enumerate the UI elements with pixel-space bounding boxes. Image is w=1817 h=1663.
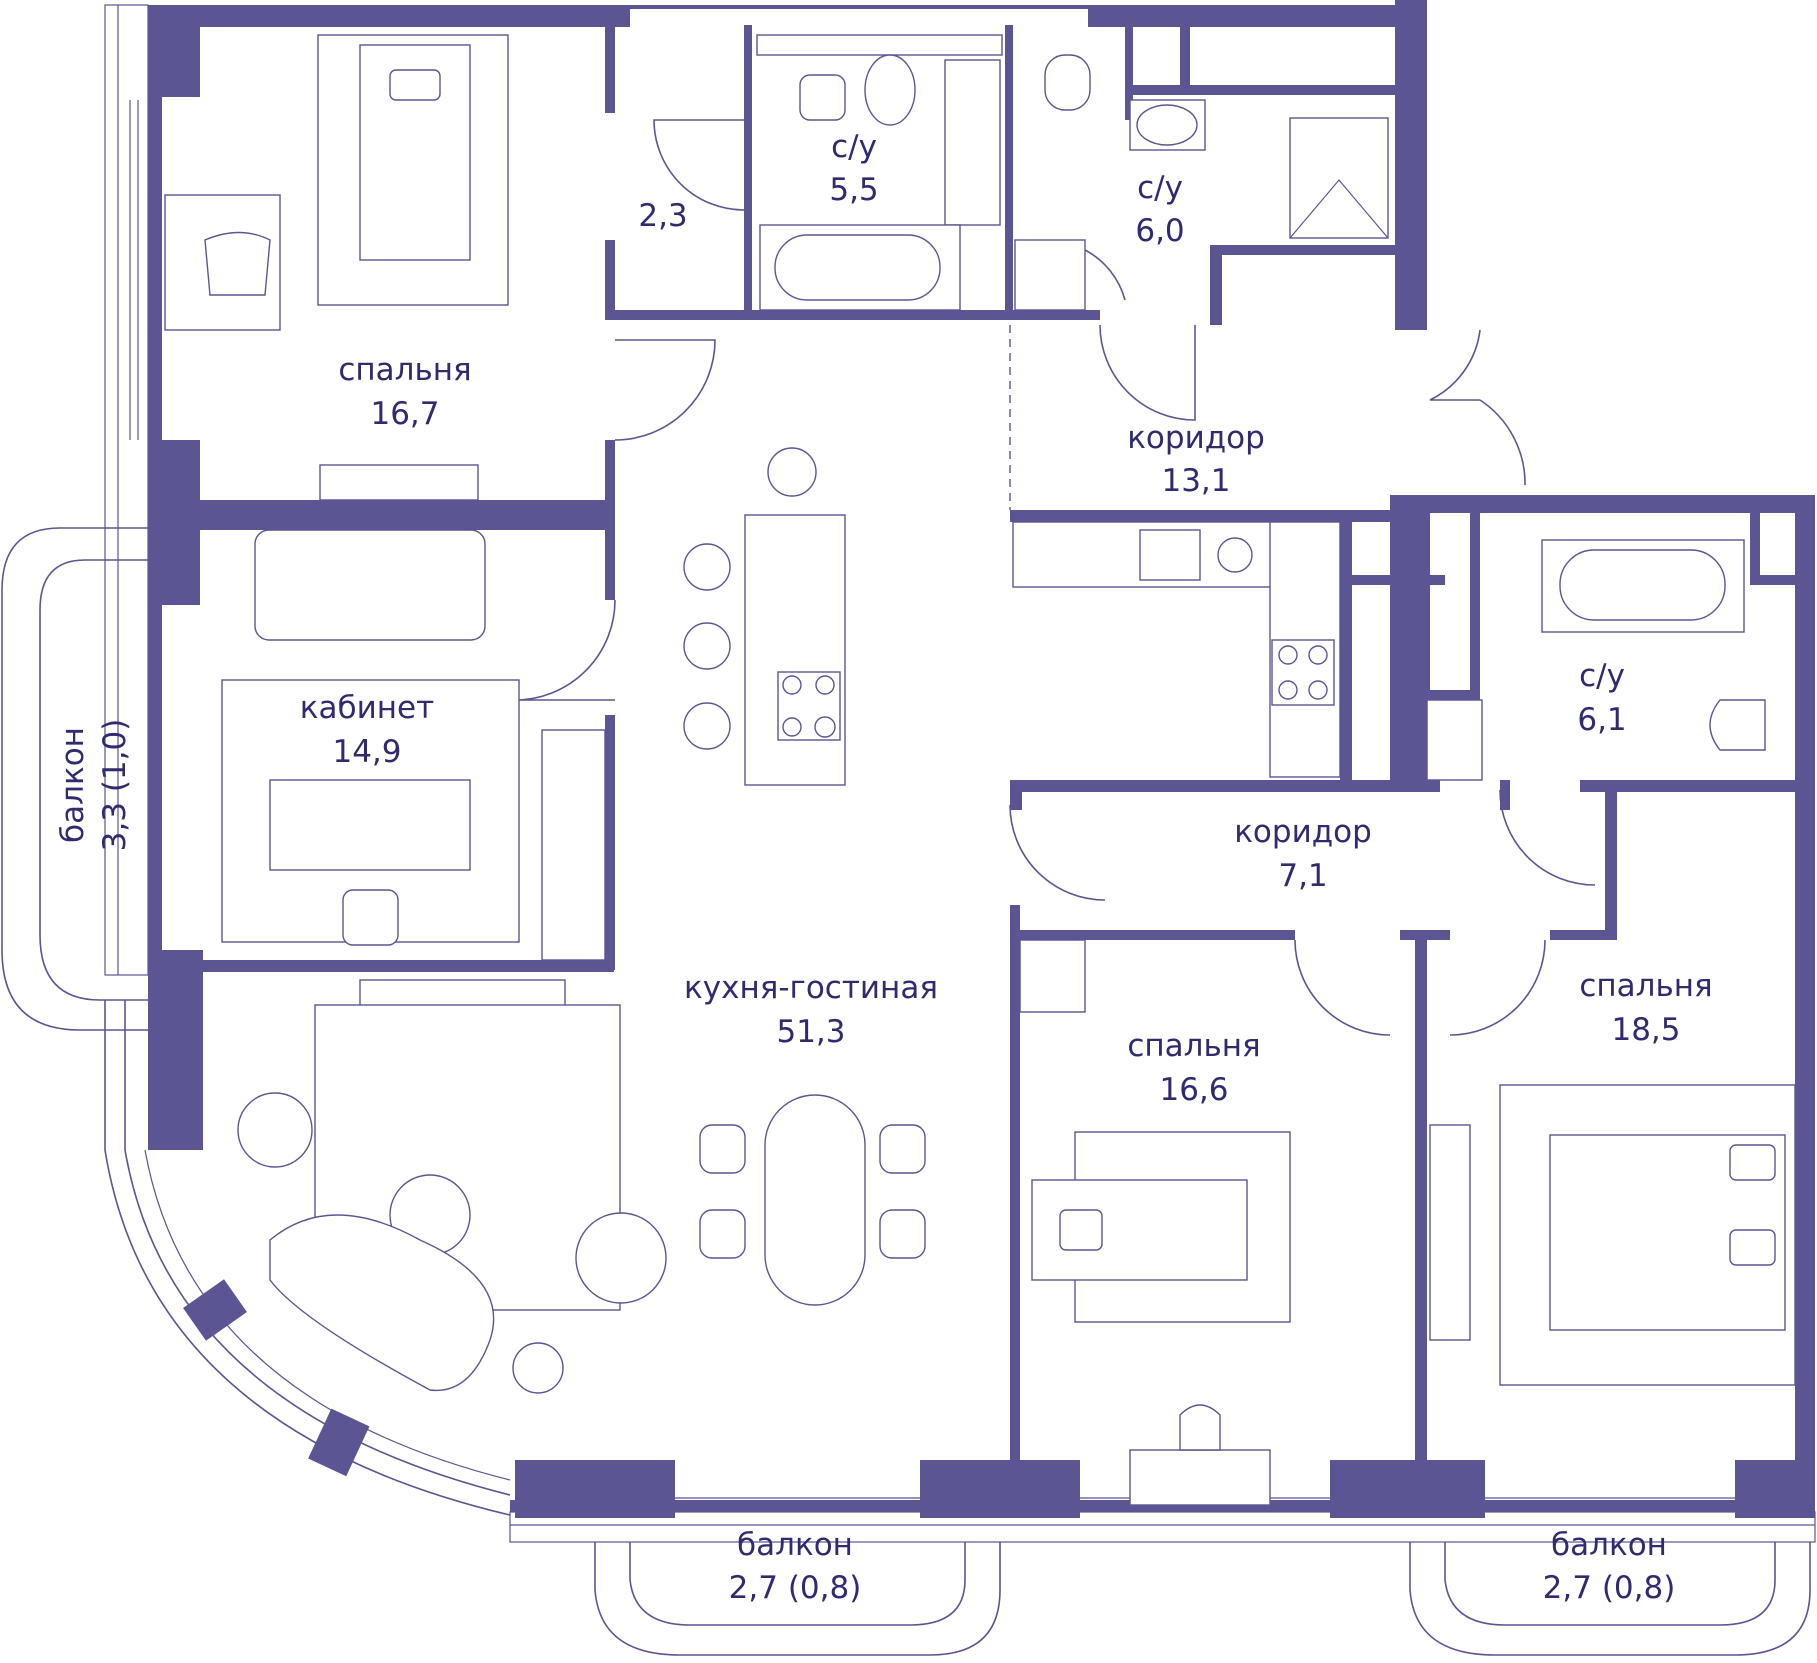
room-name: спальня <box>1579 968 1712 1004</box>
room-balcony-bottom-right: балкон 2,7 (0,8) <box>1543 1527 1676 1606</box>
room-name: с/у <box>1137 170 1183 206</box>
doors <box>514 119 1596 1036</box>
room-balcony-left: балкон 3,3 (1,0) <box>55 719 133 852</box>
room-area: 3,3 (1,0) <box>97 719 133 852</box>
room-area: 2,3 <box>638 198 687 234</box>
room-bathroom-1: с/у 5,5 <box>829 129 878 208</box>
room-area: 2,7 (0,8) <box>1543 1570 1676 1606</box>
room-study: кабинет 14,9 <box>300 690 434 770</box>
room-name: коридор <box>1234 814 1372 850</box>
room-balcony-bottom-left: балкон 2,7 (0,8) <box>729 1527 862 1606</box>
room-bedroom-1: спальня 16,7 <box>338 352 471 432</box>
room-name: балкон <box>737 1527 853 1563</box>
room-bathroom-3: с/у 6,1 <box>1577 658 1626 738</box>
walls <box>148 0 1815 1518</box>
room-name: спальня <box>1127 1028 1260 1064</box>
room-name: балкон <box>55 727 91 843</box>
fixtures <box>164 34 1796 1506</box>
room-name: кабинет <box>300 690 434 726</box>
room-name: балкон <box>1551 1527 1667 1563</box>
outlines <box>1 4 1816 1656</box>
room-area: 14,9 <box>332 734 401 770</box>
room-name: с/у <box>1579 658 1625 694</box>
room-storage: 2,3 <box>638 198 687 234</box>
room-area: 6,0 <box>1135 213 1184 249</box>
room-bedroom-3: спальня 18,5 <box>1579 968 1712 1048</box>
room-area: 18,5 <box>1611 1012 1680 1048</box>
room-area: 51,3 <box>776 1014 845 1050</box>
room-bedroom-2: спальня 16,6 <box>1127 1028 1260 1108</box>
room-labels: спальня 16,7 2,3 с/у 5,5 с/у 6,0 коридор… <box>55 129 1713 1606</box>
room-bathroom-2: с/у 6,0 <box>1135 170 1184 249</box>
room-corridor-1: коридор 13,1 <box>1127 420 1265 499</box>
room-area: 7,1 <box>1278 858 1327 894</box>
room-name: с/у <box>831 129 877 165</box>
room-kitchen-living: кухня-гостиная 51,3 <box>684 970 938 1050</box>
room-name: спальня <box>338 352 471 388</box>
room-corridor-2: коридор 7,1 <box>1234 814 1372 894</box>
room-area: 5,5 <box>829 172 878 208</box>
room-area: 2,7 (0,8) <box>729 1570 862 1606</box>
room-name: коридор <box>1127 420 1265 456</box>
room-area: 13,1 <box>1161 463 1230 499</box>
room-area: 16,7 <box>370 396 439 432</box>
room-name: кухня-гостиная <box>684 970 938 1006</box>
room-area: 16,6 <box>1159 1072 1228 1108</box>
room-area: 6,1 <box>1577 702 1626 738</box>
